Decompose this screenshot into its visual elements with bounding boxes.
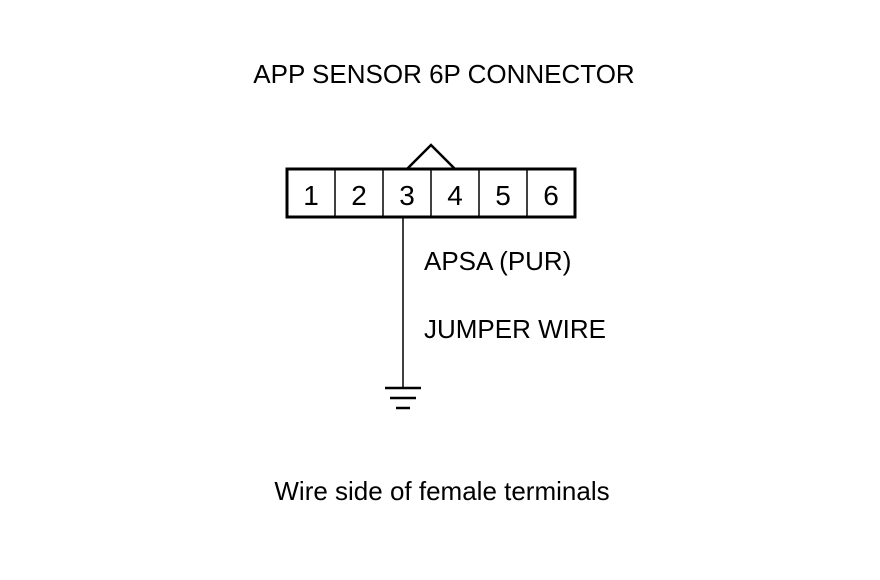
pin-5-label: 5	[495, 180, 511, 211]
jumper-wire-label: JUMPER WIRE	[424, 314, 606, 344]
pin-dividers	[334, 169, 528, 217]
pin-numbers: 1 2 3 4 5 6	[303, 180, 559, 211]
connector-lock-tab	[406, 143, 456, 170]
pin-3-label: 3	[399, 180, 415, 211]
pin-2-label: 2	[351, 180, 367, 211]
pin-4-label: 4	[447, 180, 463, 211]
diagram-title: APP SENSOR 6P CONNECTOR	[253, 59, 635, 89]
pin-1-label: 1	[303, 180, 319, 211]
wire-color-label: APSA (PUR)	[424, 246, 572, 276]
pin-6-label: 6	[543, 180, 559, 211]
ground-icon	[385, 386, 421, 410]
view-caption: Wire side of female terminals	[274, 476, 610, 506]
